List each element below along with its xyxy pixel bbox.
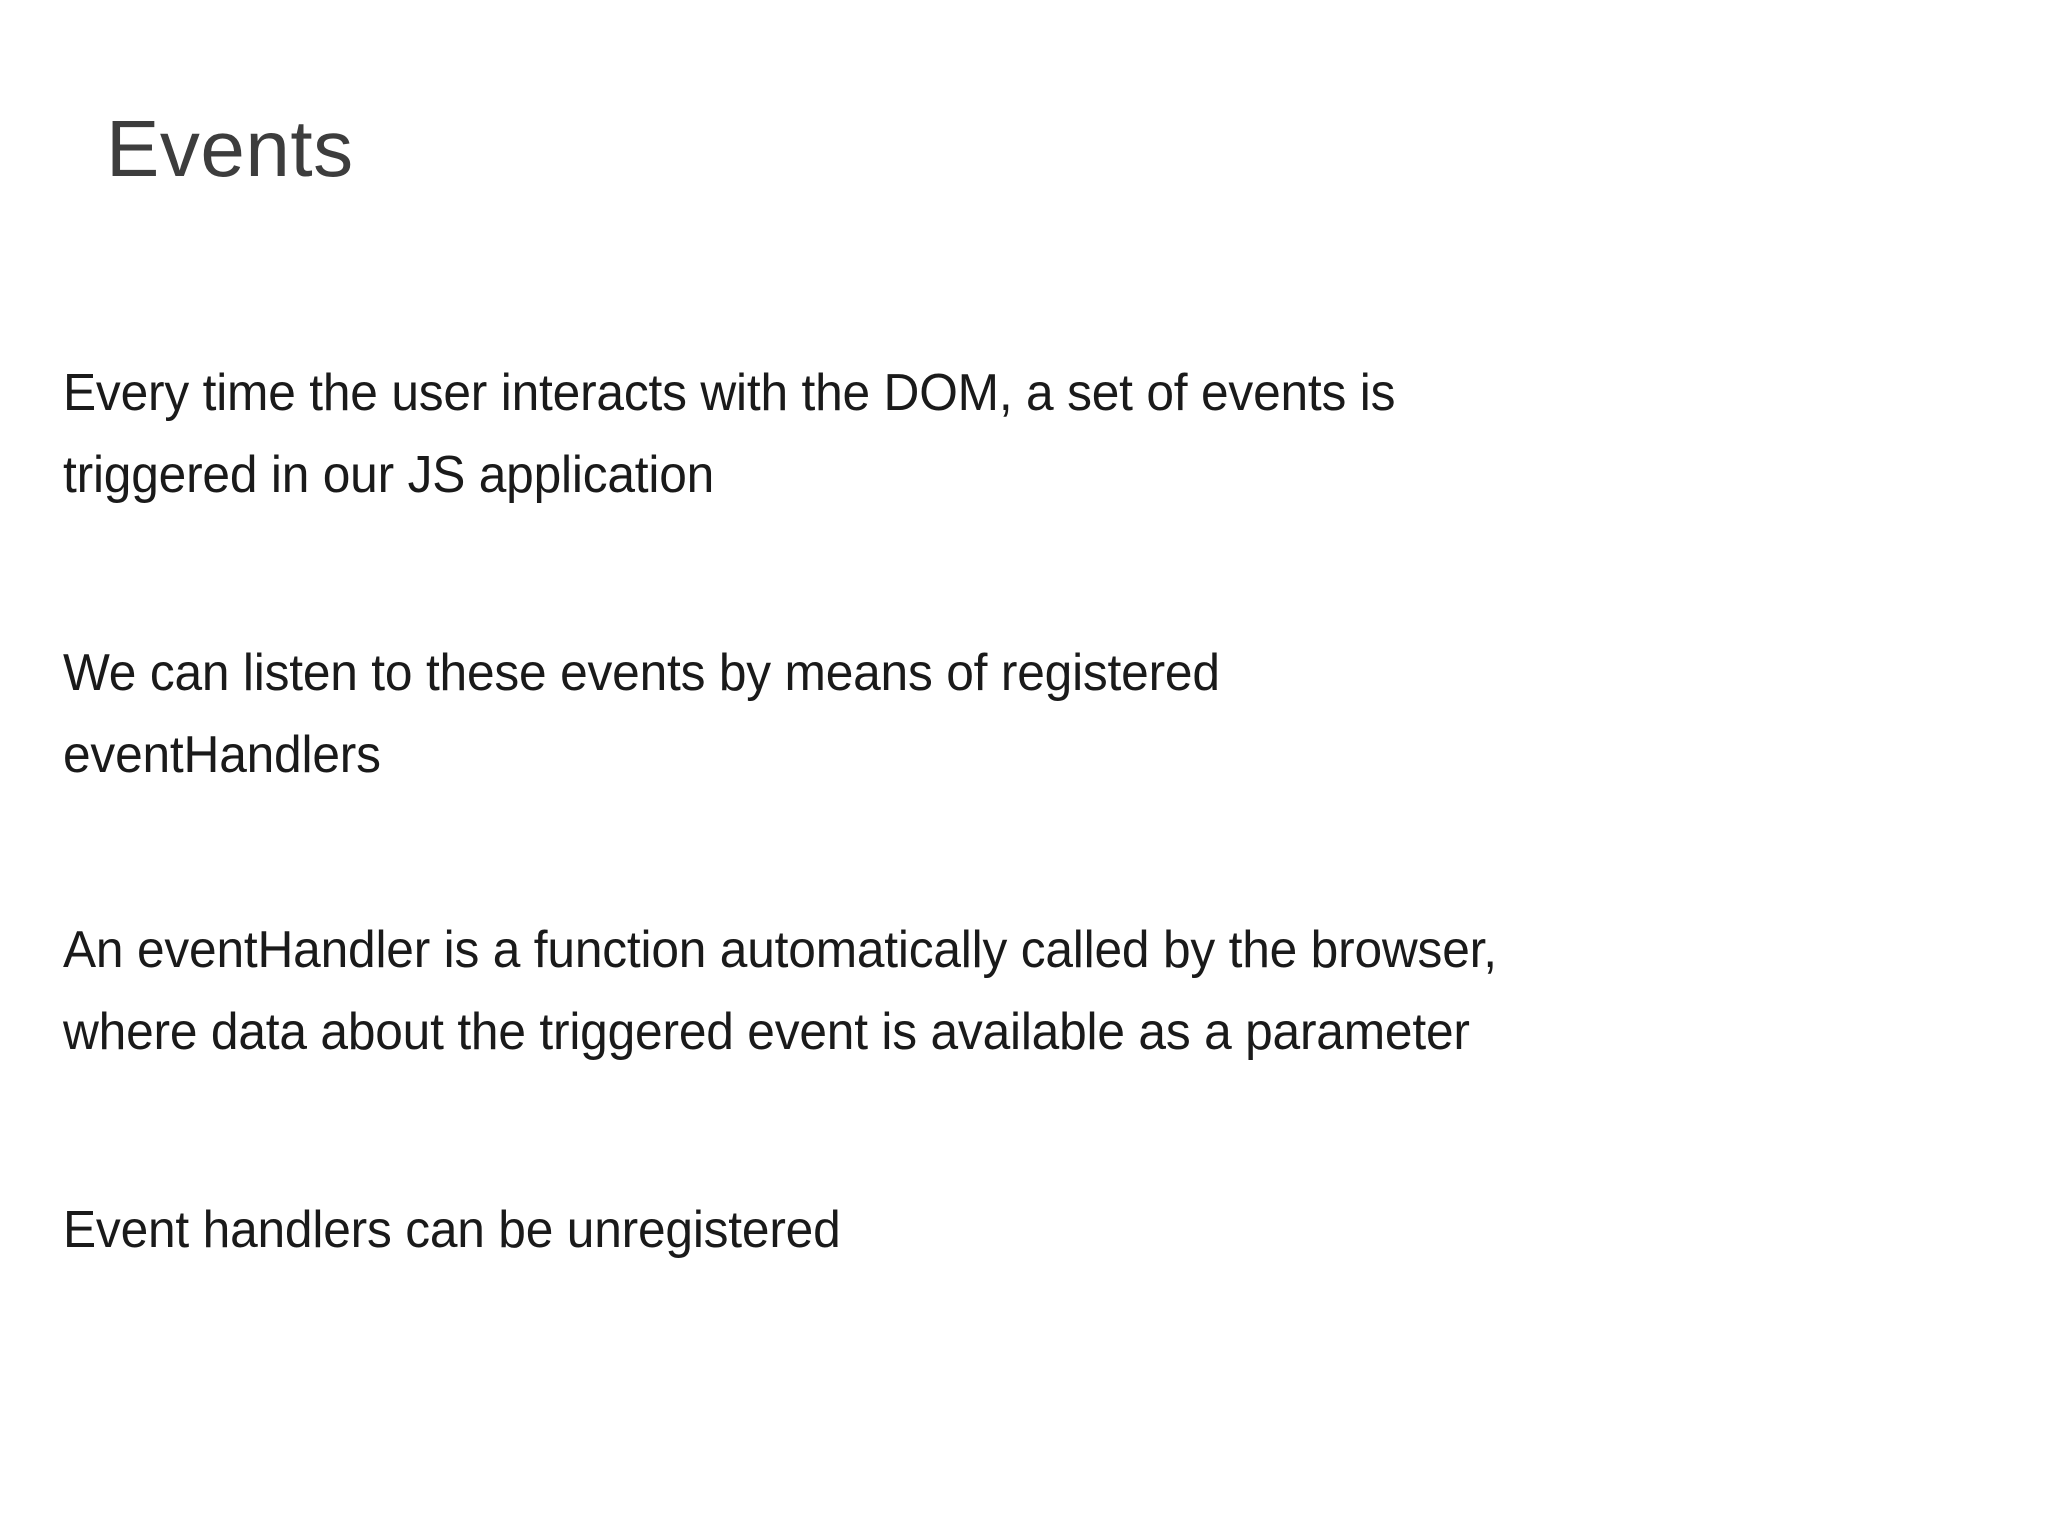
paragraph-line: Event handlers can be unregistered [63,1201,841,1259]
paragraph-line: eventHandlers [63,726,381,784]
body-paragraph-2: We can listen to these events by means o… [63,632,1935,796]
paragraph-line: We can listen to these events by means o… [63,644,1220,702]
body-paragraph-4: Event handlers can be unregistered [63,1189,1935,1271]
body-paragraph-3: An eventHandler is a function automatica… [63,909,1963,1073]
body-paragraph-1: Every time the user interacts with the D… [63,352,1935,516]
paragraph-line: triggered in our JS application [63,446,715,504]
slide-title: Events [106,103,354,193]
paragraph-line: where data about the triggered event is … [63,1003,1470,1061]
paragraph-line: Every time the user interacts with the D… [63,364,1396,422]
paragraph-line: An eventHandler is a function automatica… [63,921,1497,979]
